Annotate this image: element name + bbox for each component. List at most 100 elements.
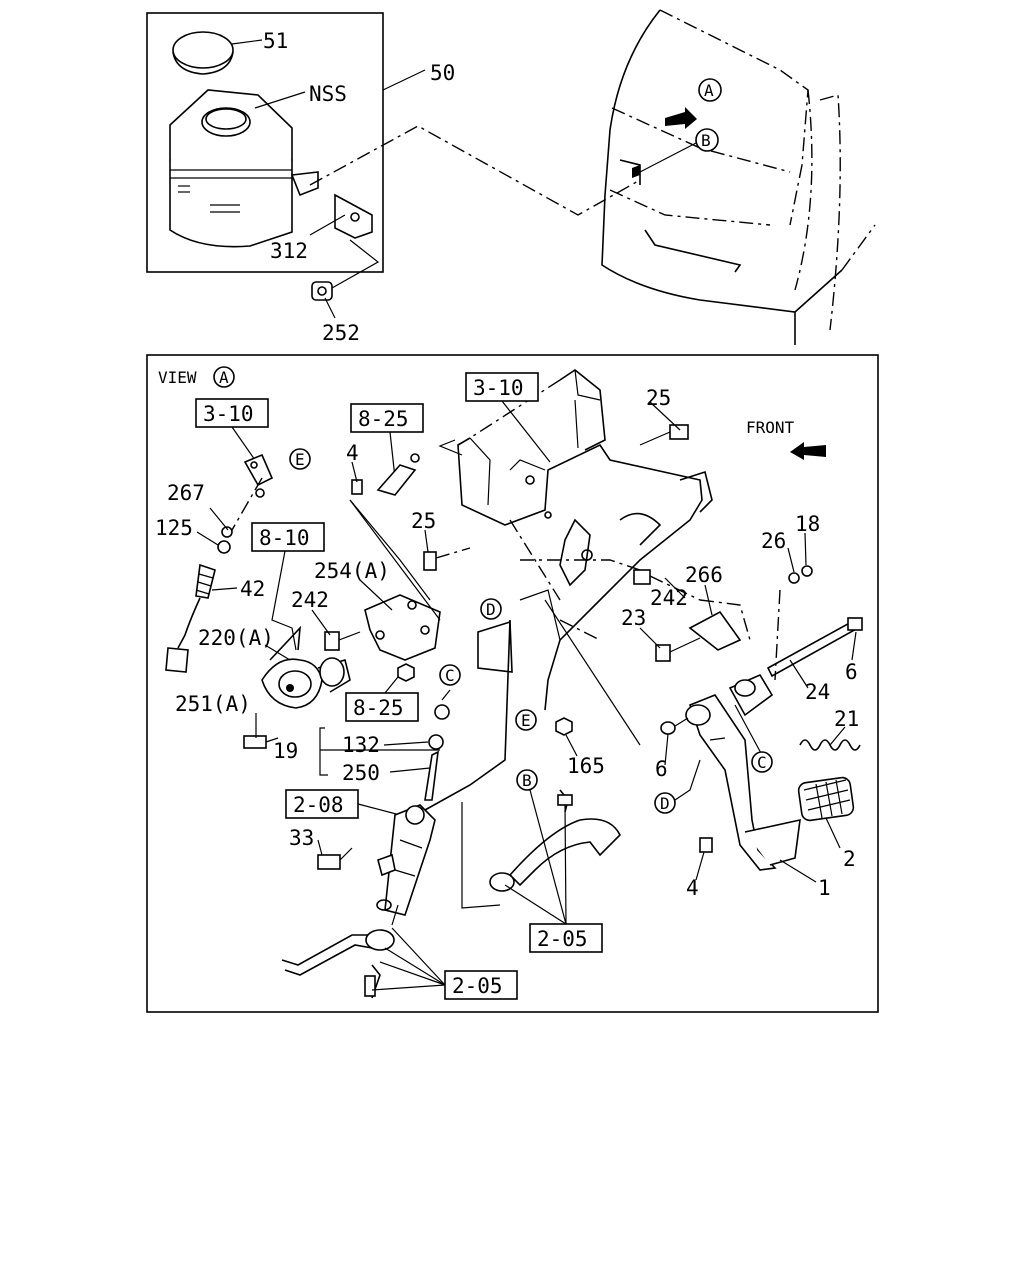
spacer-266: [688, 610, 742, 651]
callout-267: 267: [167, 481, 205, 505]
vehicle-outline: [601, 9, 876, 345]
ref-box-2-05-right: 2-05: [529, 923, 603, 953]
svg-text:8-25: 8-25: [353, 696, 404, 720]
clutch-switch: [261, 625, 351, 709]
callout-250: 250: [342, 761, 380, 785]
callout-312: 312: [270, 239, 308, 263]
view-a-panel: VIEW A FRONT: [146, 354, 879, 1013]
view-letter-marker: A: [213, 366, 235, 388]
callout-242-left: 242: [291, 588, 329, 612]
svg-text:B: B: [522, 771, 532, 790]
marker-c-right: C: [751, 751, 773, 773]
callout-251a: 251(A): [175, 692, 251, 716]
clutch-pipe-bottom: [281, 904, 399, 999]
callout-1: 1: [818, 876, 831, 900]
bolt-33: [317, 847, 353, 870]
reservoir-panel: 51 NSS 50 312 252: [146, 12, 641, 345]
callout-132: 132: [342, 733, 380, 757]
pin-8-25: [349, 453, 441, 621]
callout-26: 26: [761, 529, 786, 553]
svg-text:2-08: 2-08: [293, 793, 344, 817]
view-label: VIEW: [158, 368, 197, 387]
bolt-242-left: [324, 631, 361, 651]
callout-220a: 220(A): [198, 626, 274, 650]
ref-box-2-08: 2-08: [285, 789, 359, 819]
bracket-254a: [349, 499, 441, 661]
ref-box-8-10: 8-10: [251, 522, 325, 552]
bolt-23: [655, 637, 701, 662]
bolt-25-mid: [423, 547, 471, 571]
ref-box-2-05-bottom: 2-05: [444, 970, 518, 1000]
svg-text:C: C: [445, 666, 455, 685]
washer-6-mid: [660, 717, 689, 735]
pedal-pad: [797, 776, 855, 822]
svg-text:A: A: [219, 368, 229, 387]
ref-box-8-25-mid: 8-25: [345, 692, 419, 722]
svg-text:D: D: [486, 600, 496, 619]
bolt-25-top: [639, 424, 689, 446]
pedal-shaft: [766, 617, 863, 678]
svg-text:A: A: [704, 81, 714, 100]
callout-242-right: 242: [650, 586, 688, 610]
callout-25-mid: 25: [411, 509, 436, 533]
callout-50: 50: [430, 61, 455, 85]
callout-6-mid: 6: [655, 757, 668, 781]
callout-21: 21: [834, 707, 859, 731]
marker-b-mid: B: [516, 769, 538, 791]
switch-bracket: [231, 453, 274, 531]
marker-d-mid: D: [480, 598, 502, 620]
callout-19: 19: [273, 739, 298, 763]
ref-box-3-10-top: 3-10: [465, 372, 539, 402]
reservoir-body: [169, 89, 319, 248]
callout-6-right: 6: [845, 660, 858, 684]
reservoir-bracket: [334, 193, 373, 239]
svg-text:E: E: [295, 450, 305, 469]
front-label: FRONT: [746, 418, 795, 437]
callout-33: 33: [289, 826, 314, 850]
reservoir-nut: [311, 281, 333, 301]
marker-a-vehicle: A: [698, 78, 722, 102]
bolt-251a: [243, 735, 279, 749]
bushing-26-18: [774, 565, 813, 681]
callout-42: 42: [240, 577, 265, 601]
view-a-panel-frame: [146, 354, 879, 1013]
ref-box-8-25-top: 8-25: [350, 403, 424, 433]
callout-24: 24: [805, 680, 830, 704]
marker-b-vehicle: B: [695, 128, 719, 152]
callout-25-top: 25: [646, 386, 671, 410]
callout-4-bottom: 4: [686, 876, 699, 900]
reservoir-panel-frame: [146, 12, 384, 273]
svg-text:2-05: 2-05: [452, 974, 503, 998]
svg-text:E: E: [521, 711, 531, 730]
svg-text:2-05: 2-05: [537, 927, 588, 951]
pedal-bracket: [438, 369, 713, 746]
svg-text:B: B: [701, 131, 711, 150]
clutch-pipe-right: [489, 789, 621, 892]
callout-252: 252: [322, 321, 360, 345]
callout-165: 165: [567, 754, 605, 778]
callout-51: 51: [263, 29, 288, 53]
callout-nss: NSS: [309, 82, 347, 106]
callout-125: 125: [155, 516, 193, 540]
svg-text:3-10: 3-10: [473, 376, 524, 400]
callout-254a: 254(A): [314, 559, 390, 583]
callout-266: 266: [685, 563, 723, 587]
marker-d-bottom: D: [654, 792, 676, 814]
callout-18: 18: [795, 512, 820, 536]
svg-text:D: D: [660, 794, 670, 813]
svg-text:8-25: 8-25: [358, 407, 409, 431]
svg-text:3-10: 3-10: [203, 402, 254, 426]
switch-42: [165, 526, 233, 673]
svg-text:C: C: [757, 753, 767, 772]
clutch-pedal: [685, 673, 801, 871]
callout-23: 23: [621, 606, 646, 630]
marker-e-top: E: [289, 448, 311, 470]
callout-4-top: 4: [346, 441, 359, 465]
svg-text:8-10: 8-10: [259, 526, 310, 550]
front-arrow-icon: [790, 442, 826, 460]
marker-e-mid: E: [515, 709, 537, 731]
nut-mid: [397, 663, 415, 682]
bolt-4-bottom: [699, 837, 713, 853]
reservoir-cap: [172, 31, 234, 75]
